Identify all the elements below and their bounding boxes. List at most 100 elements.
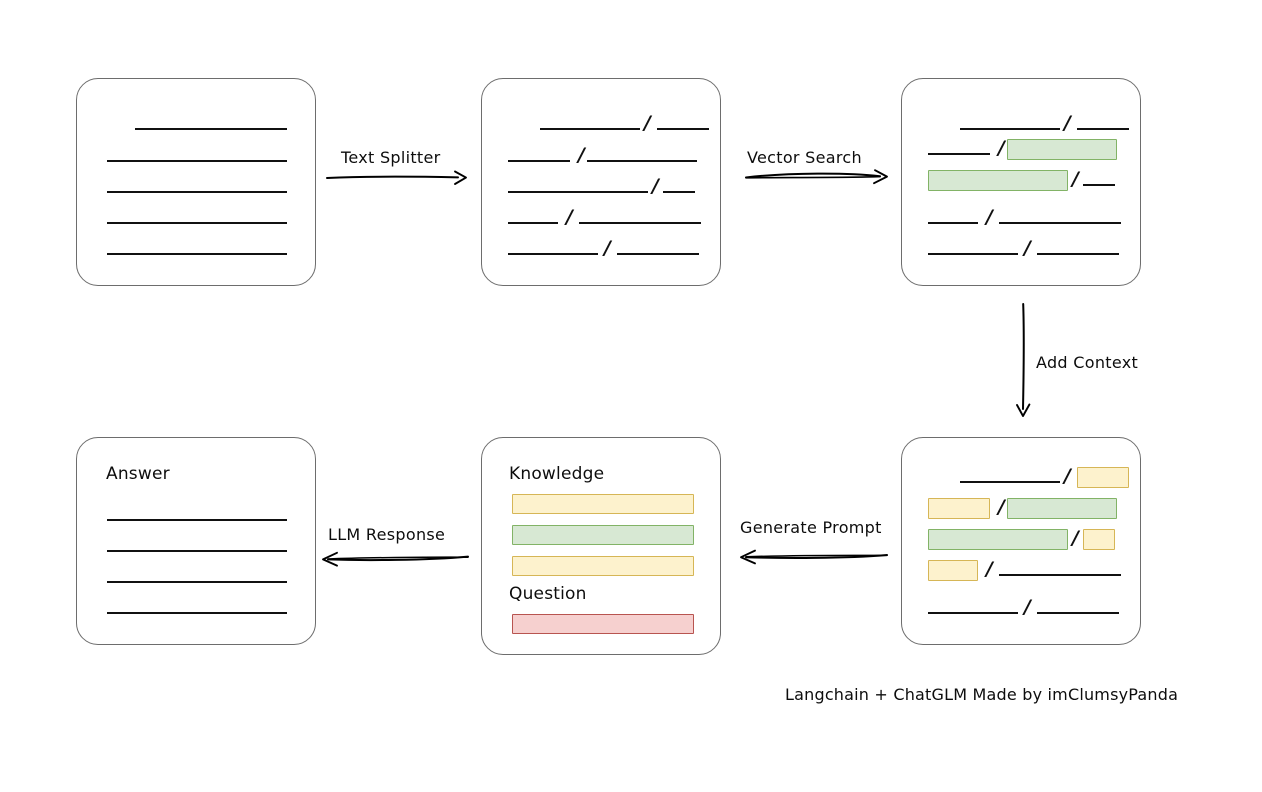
highlight-chip-green [928,169,1068,191]
text-segment [107,612,287,614]
text-line [107,149,287,163]
knowledge-bar [512,556,694,576]
text-segment [616,253,699,255]
text-line [107,508,287,522]
text-line [107,601,287,615]
node-context-added: / / / / / [901,437,1141,645]
node-answer: Answer [76,437,316,645]
text-segment [508,222,558,224]
text-line [107,242,287,256]
text-segment [586,160,697,162]
node-source-document [76,78,316,286]
node-split-chunks: / / / / / [481,78,721,286]
text-segment [1082,184,1115,186]
text-line: / [928,496,1117,519]
edge-arrow-add-context [1016,303,1031,417]
text-line: / [508,144,697,166]
text-segment [998,574,1121,576]
highlight-chip-green [928,528,1068,550]
text-line: / [928,527,1115,550]
text-segment [107,519,287,521]
separator-slash: / [1064,112,1071,134]
knowledge-label: Knowledge [509,464,605,484]
separator-slash: / [578,144,585,166]
separator-slash: / [1064,465,1071,487]
text-line: / [928,137,1117,160]
highlight-chip-yellow [1076,466,1129,488]
highlight-chip-green [1006,138,1117,160]
text-line: / [508,175,695,197]
text-line: / [960,112,1129,134]
text-line: / [928,558,1121,581]
edge-arrow-generate-prompt [740,549,888,565]
text-line: / [960,465,1129,488]
text-segment [508,160,570,162]
node-vector-matches: / / / / / [901,78,1141,286]
text-segment [107,550,287,552]
knowledge-bar [512,525,694,545]
text-line [107,539,287,553]
separator-slash: / [1072,527,1079,549]
separator-slash: / [604,237,611,259]
text-segment [656,128,709,130]
separator-slash: / [652,175,659,197]
text-line [107,570,287,584]
text-segment [662,191,695,193]
separator-slash: / [986,558,993,580]
text-line [135,117,287,131]
text-segment [508,191,648,193]
text-segment [928,222,978,224]
text-line: / [508,208,701,227]
text-segment [1036,612,1119,614]
text-line: / [540,112,709,134]
question-label: Question [509,584,587,604]
text-segment [960,128,1060,130]
text-segment [998,222,1121,224]
highlight-chip-yellow [928,559,978,581]
edge-label-llm-response: LLM Response [328,525,446,544]
edge-label-add-context: Add Context [1036,353,1139,372]
edge-arrow-llm-response [322,551,469,567]
text-segment [508,253,598,255]
answer-label: Answer [106,464,170,484]
text-line: / [928,168,1115,191]
separator-slash: / [986,206,993,228]
highlight-chip-green [1006,497,1117,519]
text-segment [107,581,287,583]
edge-label-text-splitter: Text Splitter [341,148,441,167]
highlight-chip-yellow [1082,528,1115,550]
text-line: / [928,237,1119,259]
highlight-chip-yellow [928,497,990,519]
node-prompt: Knowledge Question [481,437,721,655]
text-segment [107,253,287,255]
separator-slash: / [1024,596,1031,618]
separator-slash: / [1024,237,1031,259]
edge-label-generate-prompt: Generate Prompt [740,518,882,537]
text-segment [1076,128,1129,130]
edge-label-vector-search: Vector Search [747,148,862,167]
text-segment [107,191,287,193]
text-segment [540,128,640,130]
text-segment [960,481,1060,483]
footer-caption: Langchain + ChatGLM Made by imClumsyPand… [785,685,1179,704]
separator-slash: / [998,496,1005,518]
separator-slash: / [644,112,651,134]
separator-slash: / [1072,168,1079,190]
question-bar [512,614,694,634]
text-segment [107,222,287,224]
text-segment [928,153,990,155]
text-segment [928,253,1018,255]
text-segment [928,612,1018,614]
text-segment [107,160,287,162]
text-line: / [928,206,1121,228]
edge-arrow-vector-search [745,169,888,185]
text-line [107,180,287,194]
edge-arrow-text-splitter [326,170,467,185]
text-line: / [928,596,1119,618]
text-line: / [508,237,699,259]
text-segment [135,128,287,130]
knowledge-bar [512,494,694,514]
separator-slash: / [998,137,1005,159]
text-line [107,211,287,225]
